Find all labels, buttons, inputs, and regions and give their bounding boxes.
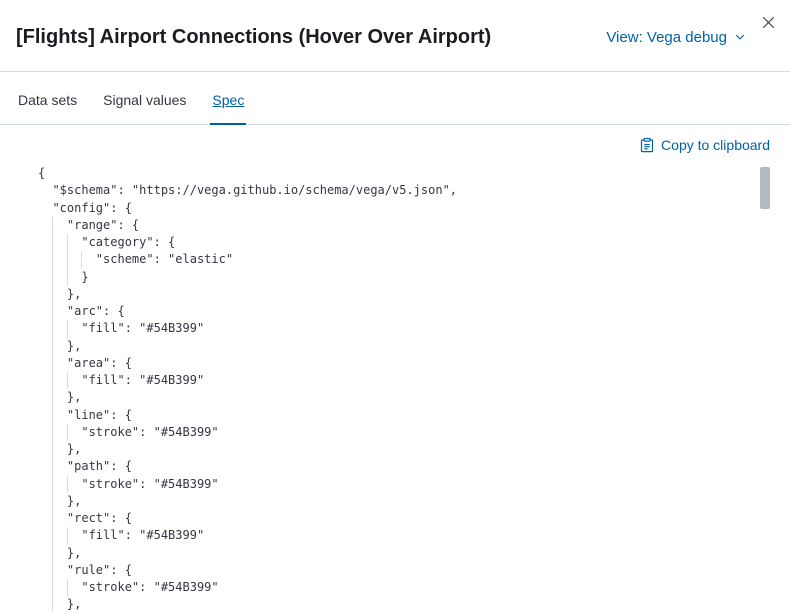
code-line: "config": {: [38, 200, 132, 215]
code-line: "category": {: [38, 234, 756, 252]
code-line: },: [38, 337, 756, 355]
indent-guide: [52, 561, 54, 579]
code-line: },: [38, 596, 756, 612]
indent-guide: [66, 423, 68, 441]
code-line: "stroke": "#54B399": [38, 423, 756, 441]
indent-guide: [52, 596, 54, 612]
code-line: {: [38, 166, 46, 180]
code-line: "scheme": "elastic": [38, 251, 756, 269]
indent-guide: [52, 216, 54, 234]
indent-guide: [66, 372, 68, 390]
spec-code-editor[interactable]: { "$schema": "https://vega.github.io/sch…: [0, 159, 790, 612]
code-line: "$schema": "https://vega.github.io/schem…: [38, 183, 458, 198]
code-line: "rect": {: [38, 510, 756, 528]
indent-guide: [81, 251, 83, 269]
close-button[interactable]: [756, 10, 780, 34]
tabs: Data sets Signal values Spec: [0, 72, 790, 125]
tab-data-sets[interactable]: Data sets: [16, 72, 79, 125]
indent-guide: [66, 527, 68, 545]
page-title: [Flights] Airport Connections (Hover Ove…: [16, 26, 492, 48]
indent-guide: [52, 389, 54, 407]
indent-guide: [66, 320, 68, 338]
indent-guide: [52, 579, 54, 597]
indent-guide: [52, 475, 54, 493]
view-selector-label: View: Vega debug: [606, 28, 727, 46]
code-line: },: [38, 544, 756, 562]
close-icon: [762, 16, 774, 28]
view-selector-button[interactable]: View: Vega debug: [606, 29, 746, 46]
indent-guide: [52, 458, 54, 476]
code-content: { "$schema": "https://vega.github.io/sch…: [38, 165, 756, 612]
tab-signal-values[interactable]: Signal values: [101, 72, 188, 125]
code-line: "arc": {: [38, 303, 756, 321]
indent-guide: [66, 268, 68, 286]
code-line: "range": {: [38, 216, 756, 234]
chevron-down-icon: [736, 34, 744, 40]
indent-guide: [52, 354, 54, 372]
code-line: },: [38, 389, 756, 407]
code-line: "fill": "#54B399": [38, 527, 756, 545]
code-line: "path": {: [38, 458, 756, 476]
indent-guide: [52, 527, 54, 545]
indent-guide: [52, 337, 54, 355]
code-line: "line": {: [38, 406, 756, 424]
indent-guide: [52, 251, 54, 269]
code-line: },: [38, 285, 756, 303]
indent-guide: [66, 251, 68, 269]
tab-spec[interactable]: Spec: [210, 72, 247, 125]
indent-guide: [52, 285, 54, 303]
scrollbar-thumb[interactable]: [760, 167, 770, 209]
indent-guide: [52, 492, 54, 510]
indent-guide: [52, 303, 54, 321]
code-line: "stroke": "#54B399": [38, 579, 756, 597]
indent-guide: [52, 372, 54, 390]
indent-guide: [52, 268, 54, 286]
copy-clipboard-icon: [640, 137, 654, 153]
code-line: "rule": {: [38, 561, 756, 579]
indent-guide: [52, 441, 54, 459]
code-line: },: [38, 441, 756, 459]
code-line: }: [38, 268, 756, 286]
indent-guide: [52, 320, 54, 338]
indent-guide: [52, 544, 54, 562]
code-line: },: [38, 492, 756, 510]
code-line: "stroke": "#54B399": [38, 475, 756, 493]
indent-guide: [66, 475, 68, 493]
indent-guide: [52, 423, 54, 441]
copy-to-clipboard-button[interactable]: Copy to clipboard: [639, 137, 770, 153]
copy-to-clipboard-label: Copy to clipboard: [661, 137, 770, 153]
indent-guide: [52, 234, 54, 252]
code-line: "fill": "#54B399": [38, 372, 756, 390]
indent-guide: [52, 510, 54, 528]
code-line: "fill": "#54B399": [38, 320, 756, 338]
flyout-header: [Flights] Airport Connections (Hover Ove…: [0, 0, 790, 72]
editor-toolbar: Copy to clipboard: [0, 125, 790, 159]
indent-guide: [52, 406, 54, 424]
indent-guide: [66, 579, 68, 597]
indent-guide: [66, 234, 68, 252]
code-line: "area": {: [38, 354, 756, 372]
